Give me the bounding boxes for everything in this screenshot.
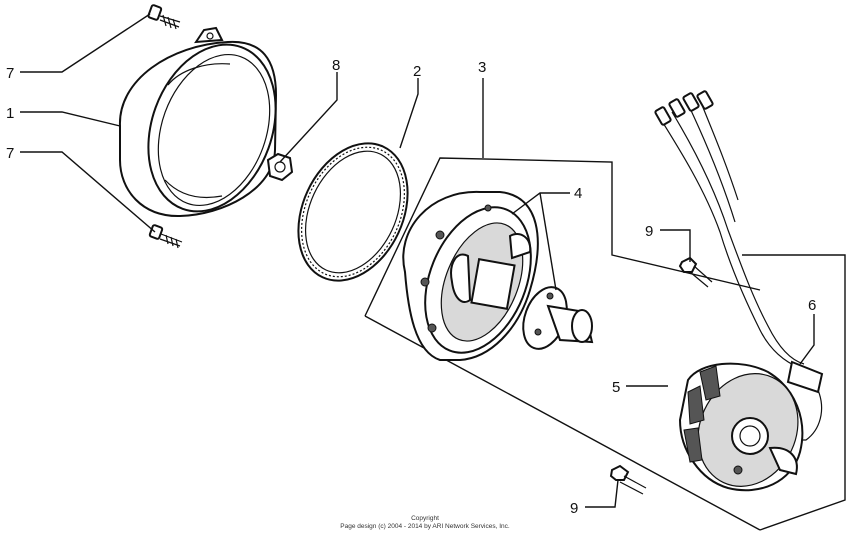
leader-lines (20, 13, 815, 508)
copyright-line-1: Copyright (411, 515, 439, 522)
bolt-bottom (148, 224, 183, 249)
stator-assembly (678, 362, 804, 492)
callout-7-top: 7 (6, 65, 14, 82)
bolt-9-lower (609, 464, 647, 495)
callout-9-lower: 9 (570, 500, 578, 517)
bolt-9-upper (678, 256, 713, 288)
callout-9-upper: 9 (645, 223, 653, 240)
callout-1: 1 (6, 105, 14, 122)
callout-8: 8 (332, 57, 340, 74)
callout-5: 5 (612, 379, 620, 396)
copyright-line-2: Page design (c) 2004 - 2014 by ARI Netwo… (340, 523, 510, 530)
nut (266, 152, 294, 182)
gasket-ring (297, 142, 409, 282)
callout-7-bottom: 7 (6, 145, 14, 162)
housing-cover (118, 26, 278, 218)
callout-2: 2 (413, 63, 421, 80)
wire-harness (654, 90, 824, 441)
callout-3: 3 (478, 59, 486, 76)
bolt-top (147, 4, 181, 30)
flywheel-rotor (402, 190, 539, 361)
callout-6: 6 (808, 297, 816, 314)
callout-4: 4 (574, 185, 582, 202)
